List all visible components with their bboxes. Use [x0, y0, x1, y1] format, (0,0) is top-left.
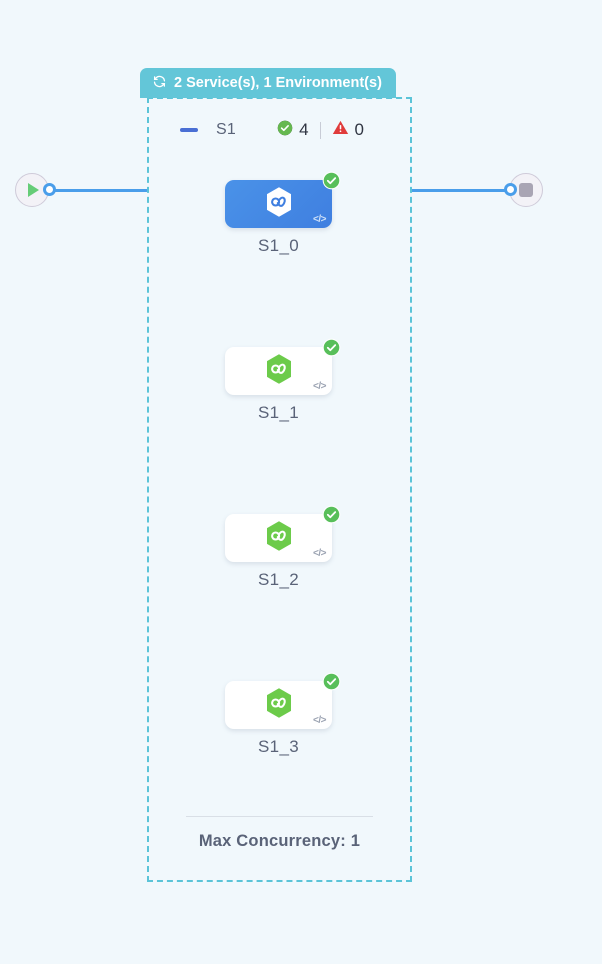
check-circle-icon: [322, 338, 341, 362]
start-node-port[interactable]: [43, 183, 56, 196]
group-tab-label: 2 Service(s), 1 Environment(s): [174, 75, 382, 91]
group-status-summary: 4 0: [277, 119, 364, 141]
success-status: 4: [277, 120, 309, 141]
service-node-card[interactable]: </>: [225, 171, 341, 228]
group-header: S1 4: [147, 113, 412, 147]
service-node-label: S1_1: [258, 403, 299, 422]
service-node-label: S1_3: [258, 737, 299, 756]
service-node-label: S1_0: [258, 236, 299, 255]
edge-group-to-end: [410, 189, 512, 192]
service-node[interactable]: </> S1_0: [225, 171, 341, 255]
stop-icon: [519, 183, 533, 197]
service-node-card[interactable]: </>: [225, 338, 341, 395]
check-circle-icon: [322, 672, 341, 696]
code-glyph-icon: </>: [313, 214, 326, 225]
error-count: 0: [354, 120, 364, 139]
check-circle-icon: [277, 120, 293, 141]
group-name-label: S1: [216, 121, 236, 138]
check-circle-icon: [322, 171, 341, 195]
error-status: 0: [332, 119, 364, 141]
end-node-port[interactable]: [504, 183, 517, 196]
play-icon: [28, 183, 39, 197]
warning-triangle-icon: [332, 119, 349, 141]
service-node-card[interactable]: </>: [225, 672, 341, 729]
minus-icon[interactable]: [180, 128, 198, 132]
sync-icon: [152, 74, 167, 93]
service-node[interactable]: </> S1_2: [225, 505, 341, 589]
service-hex-icon: [264, 186, 294, 223]
service-hex-icon: [264, 520, 294, 557]
service-hex-icon: [264, 687, 294, 724]
service-node-card[interactable]: </>: [225, 505, 341, 562]
edge-start-to-group: [48, 189, 148, 192]
code-glyph-icon: </>: [313, 715, 326, 726]
service-hex-icon: [264, 353, 294, 390]
footer-divider: [186, 816, 373, 817]
service-node-label: S1_2: [258, 570, 299, 589]
group-tab[interactable]: 2 Service(s), 1 Environment(s): [140, 68, 396, 98]
check-circle-icon: [322, 505, 341, 529]
status-divider: [319, 121, 321, 139]
service-node[interactable]: </> S1_3: [225, 672, 341, 756]
code-glyph-icon: </>: [313, 381, 326, 392]
service-node[interactable]: </> S1_1: [225, 338, 341, 422]
max-concurrency-label: Max Concurrency: 1: [198, 832, 361, 850]
success-count: 4: [299, 120, 309, 139]
service-group-container[interactable]: [147, 97, 412, 882]
code-glyph-icon: </>: [313, 548, 326, 559]
